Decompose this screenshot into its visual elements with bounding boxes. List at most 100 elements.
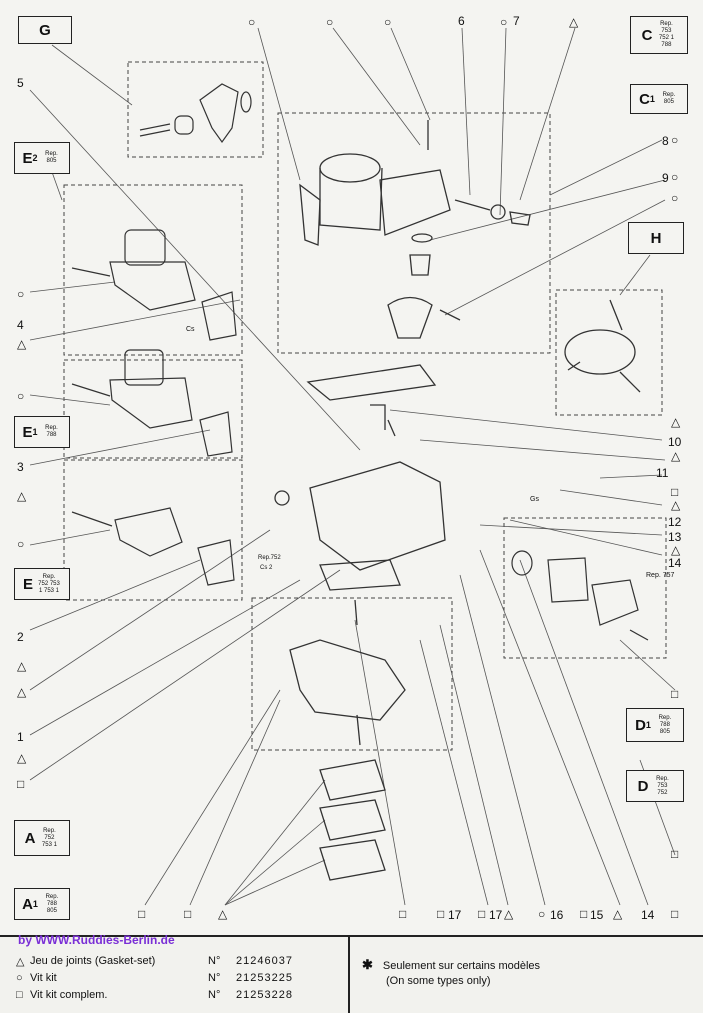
leader-lines [29, 27, 676, 906]
square-symbol: □ [671, 687, 679, 701]
part-g-linkage [139, 83, 252, 144]
circle-symbol: ○ [326, 15, 334, 29]
triangle-symbol: △ [613, 907, 623, 921]
triangle-symbol: △ [218, 907, 228, 921]
exploded-diagram: 5 4 3 2 1 6 7 8 9 10 11 12 13 14 17 17 1… [14, 14, 688, 922]
part-number-9: 9 [662, 171, 669, 185]
part-number-4: 4 [17, 318, 24, 332]
square-symbol: □ [671, 907, 679, 921]
triangle-icon: △ [16, 956, 25, 968]
part-number-13: 13 [668, 530, 682, 544]
part-a-lower [289, 599, 406, 881]
part-number-7: 7 [513, 14, 520, 28]
circle-symbol: ○ [538, 907, 546, 921]
square-symbol: □ [671, 847, 679, 861]
part-number-3: 3 [17, 460, 24, 474]
part-number-17a: 17 [448, 908, 462, 922]
part-number-5: 5 [17, 76, 24, 90]
square-symbol: □ [184, 907, 192, 921]
legend-text: Vit kit complem. [30, 989, 108, 1001]
circle-symbol: ○ [17, 389, 25, 403]
legend-row-vit-kit: ○ Vit kit N° 21253225 [16, 972, 336, 984]
circle-symbol: ○ [17, 287, 25, 301]
triangle-symbol: △ [569, 15, 579, 29]
part-c-cover [299, 120, 531, 339]
rep-752-mark: Rep.752 [258, 555, 281, 561]
footer-divider [348, 937, 350, 1013]
part-number-6: 6 [458, 14, 465, 28]
legend-row-gasket-set: △ Jeu de joints (Gasket-set) N° 21246037 [16, 955, 336, 968]
group-frames [63, 61, 667, 751]
note-line-1: Seulement sur certains modèles [382, 960, 541, 972]
part-number-15: 15 [590, 908, 604, 922]
cs2-mark: Cs 2 [260, 565, 273, 571]
triangle-symbol: △ [17, 659, 27, 673]
subassembly-g-box: G [18, 16, 72, 44]
square-symbol: □ [399, 907, 407, 921]
triangle-symbol: △ [17, 685, 27, 699]
rep-757-mark: Rep. 757 [646, 572, 675, 579]
legend-no: N° [208, 955, 221, 967]
square-symbol: □ [478, 907, 486, 921]
legend-footer: by WWW.Ruddies-Berlin.de △ Jeu de joints… [0, 933, 703, 1013]
square-symbol: □ [437, 907, 445, 921]
part-number-1: 1 [17, 730, 24, 744]
square-symbol: □ [580, 907, 588, 921]
part-d-pump [511, 550, 649, 641]
subassembly-h-box: H [628, 222, 684, 254]
square-symbol: □ [671, 485, 679, 499]
triangle-symbol: △ [17, 751, 27, 765]
circle-symbol: ○ [248, 15, 256, 29]
square-symbol: □ [138, 907, 146, 921]
circle-icon: ○ [16, 972, 23, 984]
gs-mark: Gs [530, 496, 539, 503]
note-line-2: (On some types only) [386, 975, 491, 987]
triangle-symbol: △ [671, 449, 681, 463]
part-number-16: 16 [550, 908, 564, 922]
legend-text: Jeu de joints (Gasket-set) [30, 955, 156, 967]
part-main-body [274, 364, 446, 591]
diagram-drawing [29, 27, 676, 906]
circle-symbol: ○ [671, 170, 679, 184]
triangle-symbol: △ [671, 498, 681, 512]
legend-no: N° [208, 972, 221, 984]
part-h-diaphragm [564, 299, 641, 393]
circle-symbol: ○ [384, 15, 392, 29]
legend-code: 21246037 [236, 955, 293, 967]
triangle-symbol: △ [504, 907, 514, 921]
part-number-17b: 17 [489, 908, 503, 922]
square-symbol: □ [17, 777, 25, 791]
part-e1-cover [71, 349, 233, 457]
triangle-symbol: △ [17, 337, 27, 351]
part-e-cover [71, 507, 235, 586]
circle-symbol: ○ [500, 15, 508, 29]
circle-symbol: ○ [671, 191, 679, 205]
triangle-symbol: △ [671, 415, 681, 429]
note-text: ✱ Seulement sur certains modèles (On some… [362, 957, 540, 989]
asterisk-icon: ✱ [362, 957, 373, 972]
part-e2-cover [71, 229, 237, 341]
part-number-12: 12 [668, 515, 682, 529]
cs-mark: Cs [186, 326, 195, 333]
legend-code: 21253228 [236, 989, 293, 1001]
part-number-10: 10 [668, 435, 682, 449]
part-number-8: 8 [662, 134, 669, 148]
square-icon: □ [16, 989, 23, 1001]
legend-code: 21253225 [236, 972, 293, 984]
credit-link[interactable]: by WWW.Ruddies-Berlin.de [18, 933, 175, 947]
part-number-11: 11 [656, 466, 669, 480]
circle-symbol: ○ [671, 133, 679, 147]
part-number-14b: 14 [641, 908, 655, 922]
triangle-symbol: △ [671, 543, 681, 557]
legend-row-vit-kit-complem: □ Vit kit complem. N° 21253228 [16, 989, 336, 1001]
legend-no: N° [208, 989, 221, 1001]
